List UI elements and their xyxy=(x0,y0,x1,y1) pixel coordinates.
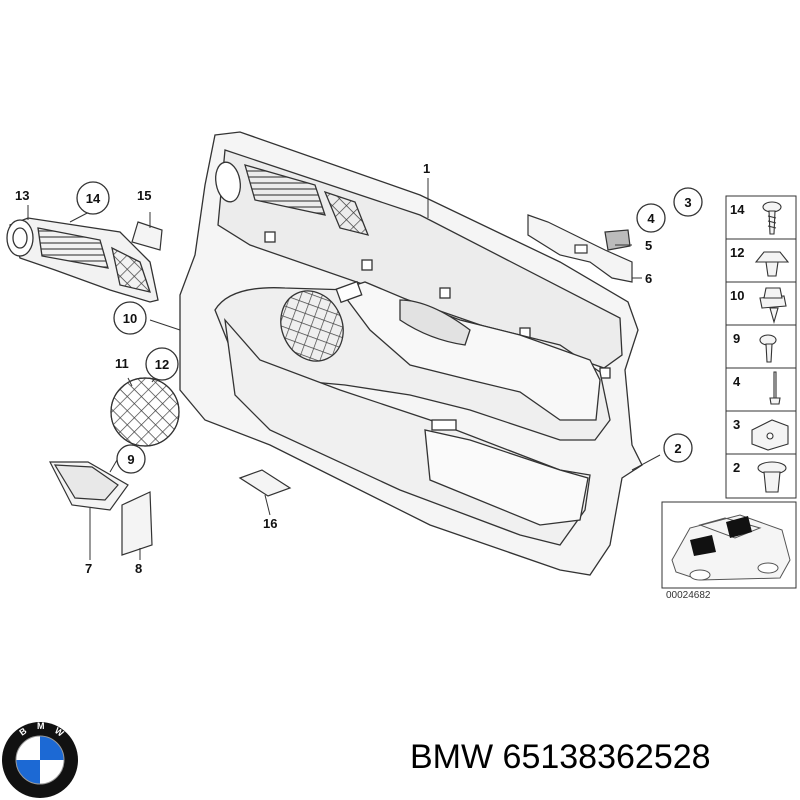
legend-label-4: 4 xyxy=(733,374,741,389)
part-number-caption: BMW 65138362528 xyxy=(410,738,711,777)
callout-14-circle xyxy=(76,181,110,215)
callout-2: 2 xyxy=(674,441,681,456)
callout-9: 9 xyxy=(127,452,134,467)
callout-7: 7 xyxy=(85,561,92,576)
clip-part-5 xyxy=(604,229,631,251)
legend-label-10: 10 xyxy=(730,288,744,303)
vehicle-inset: 00024682 xyxy=(661,501,797,601)
callout-3: 3 xyxy=(684,195,691,210)
callout-14: 14 xyxy=(86,191,101,206)
door-trim-panel xyxy=(179,131,643,576)
callout-8: 8 xyxy=(135,561,142,576)
part-number: 65138362528 xyxy=(502,738,711,776)
callout-11: 11 xyxy=(115,356,129,371)
callout-10: 10 xyxy=(123,311,137,326)
clip-plate-part-16 xyxy=(238,469,292,497)
callout-9-circle xyxy=(116,444,146,474)
callout-13: 13 xyxy=(15,188,29,203)
callout-12-circle xyxy=(145,347,179,381)
legend-label-2: 2 xyxy=(733,460,740,475)
legend-label-9: 9 xyxy=(733,331,740,346)
callout-3-circle xyxy=(673,187,703,217)
bmw-logo: B M W xyxy=(2,721,78,798)
callout-15: 15 xyxy=(137,188,151,203)
highlight-front-door xyxy=(690,535,716,556)
callout-4: 4 xyxy=(647,211,655,226)
callout-2-circle xyxy=(663,433,693,463)
panel-part-8 xyxy=(121,491,153,556)
callout-4-circle xyxy=(636,203,666,233)
parts-small xyxy=(49,214,633,556)
svg-text:M: M xyxy=(37,721,45,731)
air-vent-assembly xyxy=(6,217,159,303)
pin-icon xyxy=(773,371,777,401)
callout-1: 1 xyxy=(423,161,430,176)
cover-cap-part-15 xyxy=(131,221,163,251)
legend-label-14: 14 xyxy=(730,202,745,217)
legend-label-3: 3 xyxy=(733,417,740,432)
fastener-legend: 14 12 10 9 4 3 2 xyxy=(725,195,797,499)
callout-16: 16 xyxy=(263,516,277,531)
callout-labels: 1 2 3 4 5 6 7 8 9 10 11 12 13 14 15 16 xyxy=(15,161,703,576)
highlight-rear-door xyxy=(726,516,752,538)
callout-12: 12 xyxy=(155,357,169,372)
callout-10-circle xyxy=(113,301,147,335)
svg-text:B: B xyxy=(17,725,28,737)
legend-label-12: 12 xyxy=(730,245,744,260)
callout-5: 5 xyxy=(645,238,652,253)
diagram-code: 00024682 xyxy=(666,590,711,601)
callout-6: 6 xyxy=(645,271,652,286)
brand-name: BMW xyxy=(410,738,494,776)
